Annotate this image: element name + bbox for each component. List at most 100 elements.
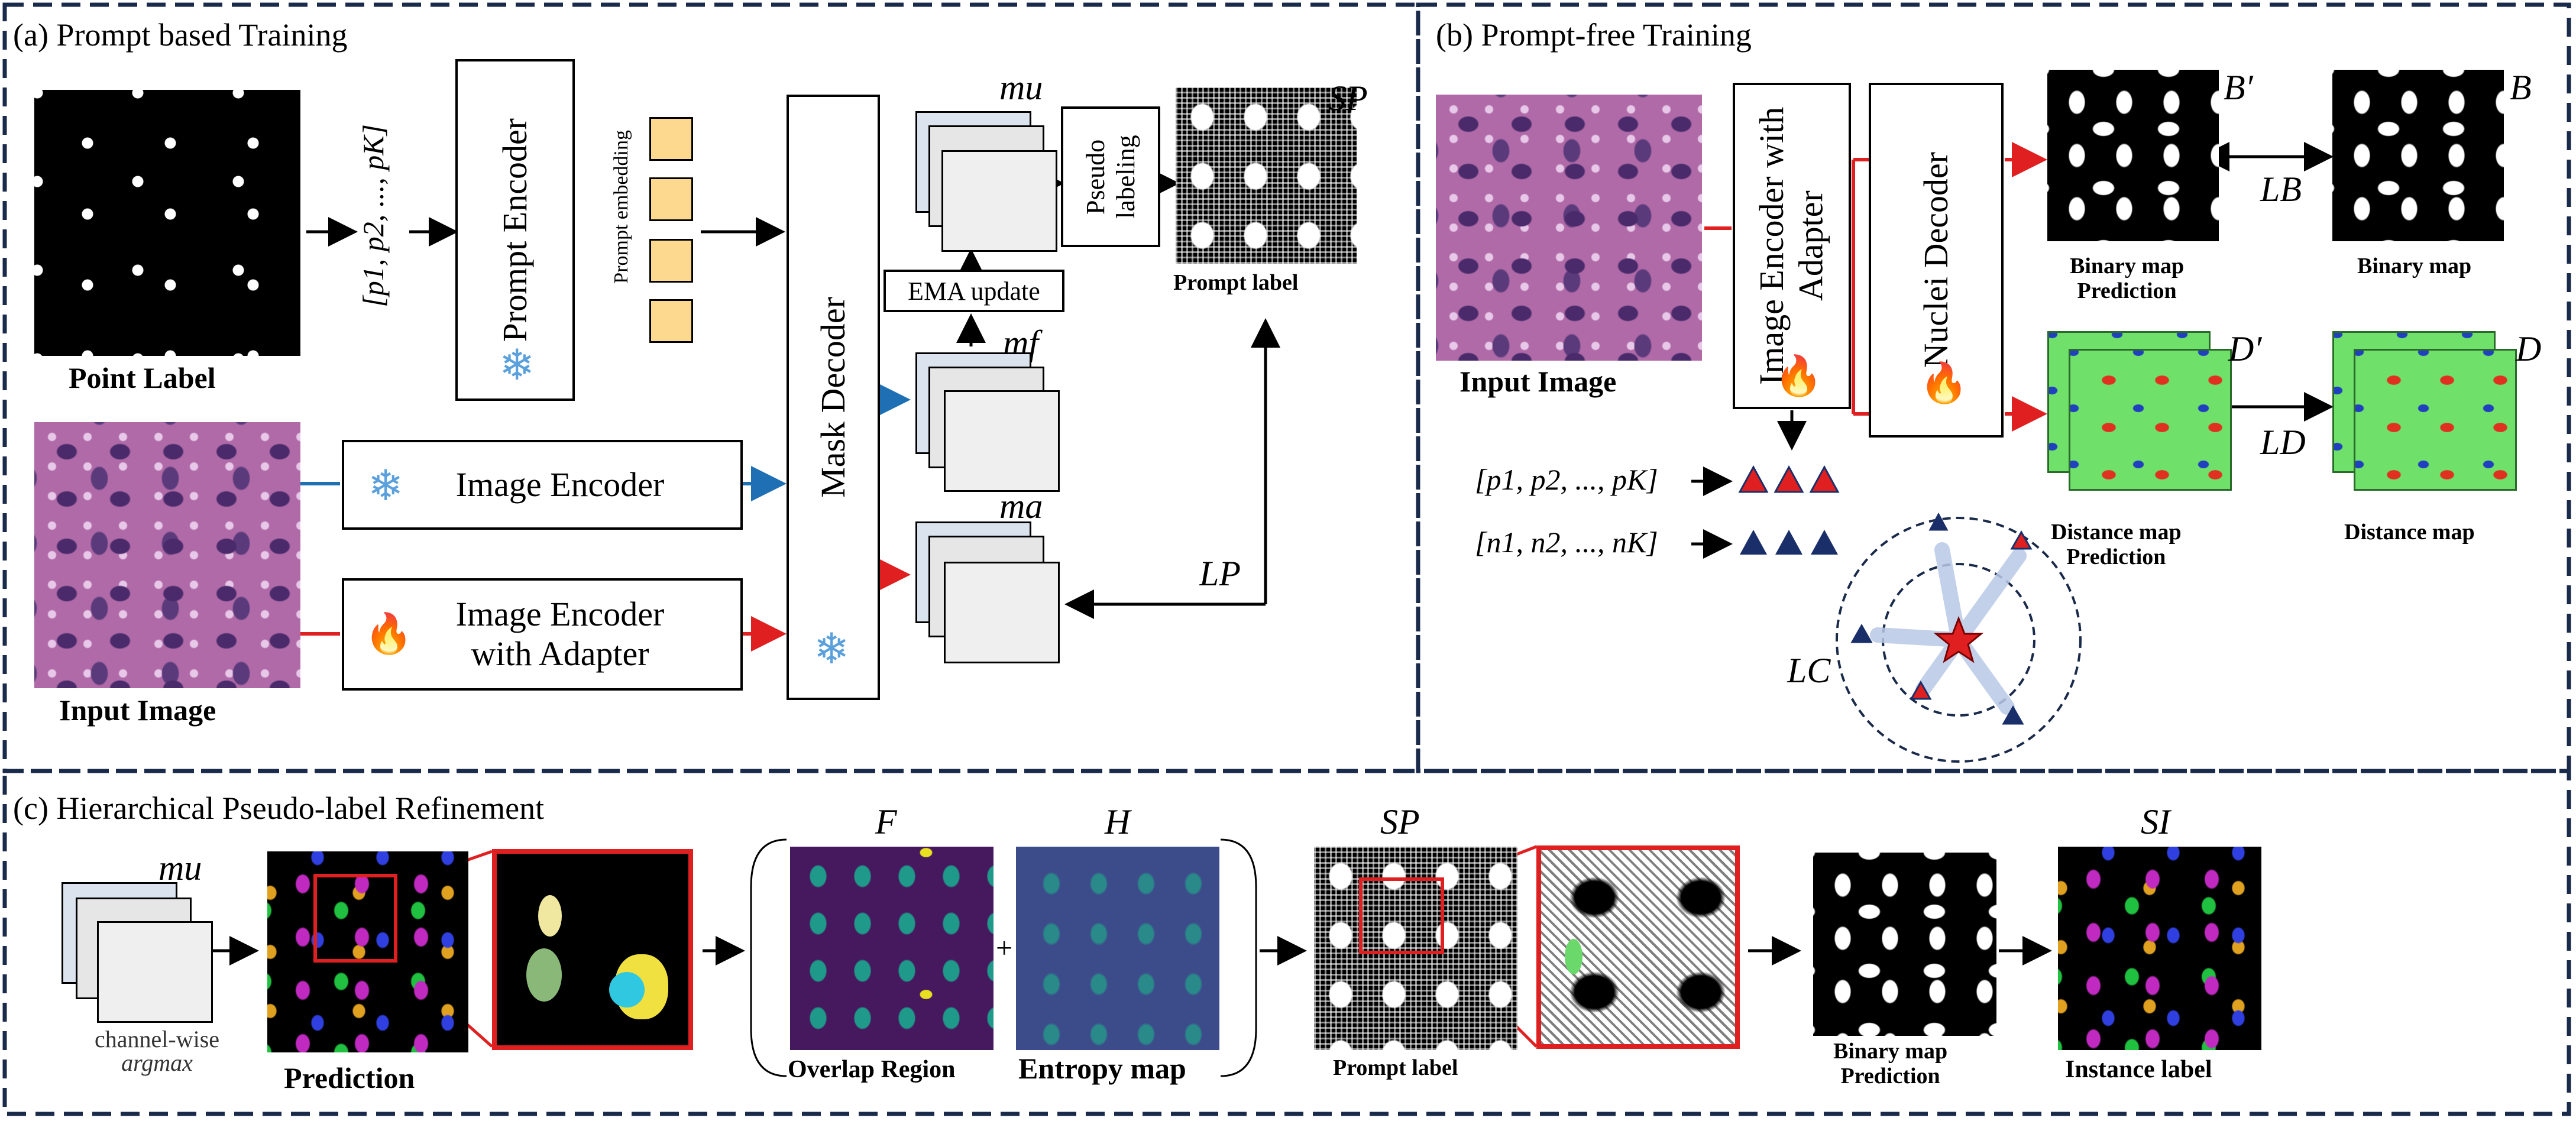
point-list-a: [p1, p2, ..., pK] [357, 124, 390, 307]
binary-pred-c-line1: Binary map [1833, 1039, 1948, 1064]
argmax-line2: argmax [121, 1049, 193, 1076]
point-label-image [34, 90, 300, 356]
binary-pred-image-b [2047, 70, 2219, 241]
ema-update-label: EMA update [908, 276, 1040, 306]
loss-c-label: LC [1787, 651, 1831, 690]
s-p-label-c: SP [1380, 802, 1420, 841]
image-encoder-adapter-box: 🔥 Image Encoder with Adapter [342, 578, 743, 691]
triangle-row-pos [1738, 465, 1840, 493]
distance-pred-caption: Distance map Prediction [2051, 520, 2182, 570]
h-label: H [1105, 802, 1131, 841]
image-encoder-adapter-box-b: Image Encoder with Adapter 🔥 [1733, 83, 1851, 409]
binary-pred-caption-b: Binary map Prediction [2070, 254, 2184, 304]
flame-icon: 🔥 [1920, 362, 1969, 405]
overlap-caption: Overlap Region [788, 1056, 956, 1083]
embedding-token [649, 299, 693, 343]
pseudo-labeling-label: Pseudo labeling [1081, 135, 1140, 219]
zoom-box-prediction [313, 874, 397, 963]
loss-p-label: LP [1199, 554, 1241, 593]
nuclei-decoder-box: Nuclei Decoder 🔥 [1869, 83, 2004, 438]
b-label: B [2510, 68, 2532, 107]
pseudo-labeling-box: Pseudo labeling [1061, 106, 1160, 247]
prediction-caption-c: Prediction [284, 1061, 415, 1094]
contrastive-diagram [1738, 465, 2082, 763]
s-i-label: SI [2141, 802, 2170, 841]
distance-map-caption: Distance map [2344, 520, 2475, 545]
prompt-label-caption-c: Prompt label [1333, 1055, 1458, 1080]
distance-map-image-front [2354, 349, 2517, 491]
dist-pred-line1: Distance map [2051, 520, 2182, 545]
m-u-label-c: mu [158, 848, 202, 887]
binary-pred-line1: Binary map [2070, 254, 2185, 278]
snowflake-icon: ❄ [814, 626, 850, 673]
m-u-label: mu [999, 68, 1043, 107]
binary-map-image-b [2332, 70, 2504, 241]
prompt-encoder-label: Prompt Encoder [495, 118, 534, 342]
star-icon [1933, 615, 1984, 663]
instance-label-caption: Instance label [2065, 1056, 2212, 1083]
s-p-label-a: SP [1328, 79, 1368, 118]
triangle-row-neg [1740, 530, 1838, 555]
binary-map-caption-b: Binary map [2357, 254, 2472, 278]
distance-pred-image-front [2069, 349, 2232, 491]
neg-points-label: [n1, n2, ..., nK] [1475, 526, 1658, 559]
image-encoder-adapter-label: Image Encoder with Adapter [420, 595, 665, 673]
binary-pred-image-c [1813, 853, 1996, 1036]
input-image-b-caption: Input Image [1459, 365, 1617, 398]
zoom-prediction-image [492, 849, 693, 1050]
nuclei-decoder-label: Nuclei Decoder [1916, 152, 1955, 368]
image-encoder-box: ❄ Image Encoder [342, 440, 743, 530]
binary-pred-line2: Prediction [2077, 278, 2177, 303]
input-image-a [34, 422, 300, 688]
embedding-token [649, 177, 693, 221]
binary-pred-caption-c: Binary map Prediction [1833, 1039, 1947, 1089]
mask-decoder-box: Mask Decoder ❄ [787, 95, 880, 700]
zoom-prompt-image [1536, 845, 1740, 1049]
prompt-encoder-box: Prompt Encoder ❄ [455, 59, 575, 401]
argmax-line1: channel-wise [95, 1026, 220, 1052]
section-b-title: (b) Prompt-free Training [1436, 17, 1752, 53]
d-prime-label: D′ [2228, 329, 2262, 368]
arrows-red-b [1704, 142, 2047, 432]
f-label: F [875, 802, 897, 841]
arrows-blue-a [299, 382, 911, 501]
argmax-caption: channel-wise argmax [95, 1028, 219, 1075]
snowflake-icon: ❄ [368, 462, 404, 510]
snowflake-icon: ❄ [499, 342, 535, 389]
embedding-token [649, 117, 693, 161]
mask-decoder-label: Mask Decoder [813, 297, 852, 498]
prediction-image-c [267, 851, 468, 1052]
binary-pred-c-line2: Prediction [1840, 1063, 1940, 1088]
arrows-red-a [299, 557, 911, 652]
pos-points-label: [p1, p2, ..., pK] [1475, 463, 1658, 496]
point-label-caption: Point Label [69, 361, 216, 394]
frame-c [2, 769, 2571, 1116]
b-prime-label: B′ [2224, 68, 2253, 107]
d-label: D [2516, 329, 2542, 368]
prompt-label-caption-a: Prompt label [1173, 270, 1299, 295]
arrows-b [1691, 142, 2334, 559]
zoom-box-prompt [1359, 877, 1444, 954]
prompt-label-image-a [1176, 88, 1357, 264]
section-c-title: (c) Hierarchical Pseudo-label Refinement [13, 790, 545, 826]
entropy-map-image [1016, 847, 1219, 1050]
loss-d-label: LD [2260, 423, 2306, 462]
loss-b-label: LB [2260, 170, 2302, 209]
embedding-token [649, 239, 693, 283]
arrows-a [306, 169, 1280, 619]
adapter-label-line1: Image Encoder [455, 595, 665, 634]
m-a-label: ma [999, 487, 1043, 526]
prompt-embedding-label: Prompt embedding [610, 130, 632, 284]
input-image-b [1436, 95, 1702, 361]
image-encoder-label: Image Encoder [455, 465, 665, 504]
dist-pred-line2: Prediction [2066, 544, 2166, 569]
input-image-a-caption: Input Image [59, 694, 216, 727]
instance-label-image [2058, 847, 2261, 1050]
ema-update-box: EMA update [884, 270, 1064, 312]
frame-b [1416, 2, 2571, 773]
triangle-markers [1850, 512, 2033, 725]
flame-icon: 🔥 [364, 613, 413, 656]
plus-sign: + [996, 931, 1013, 964]
